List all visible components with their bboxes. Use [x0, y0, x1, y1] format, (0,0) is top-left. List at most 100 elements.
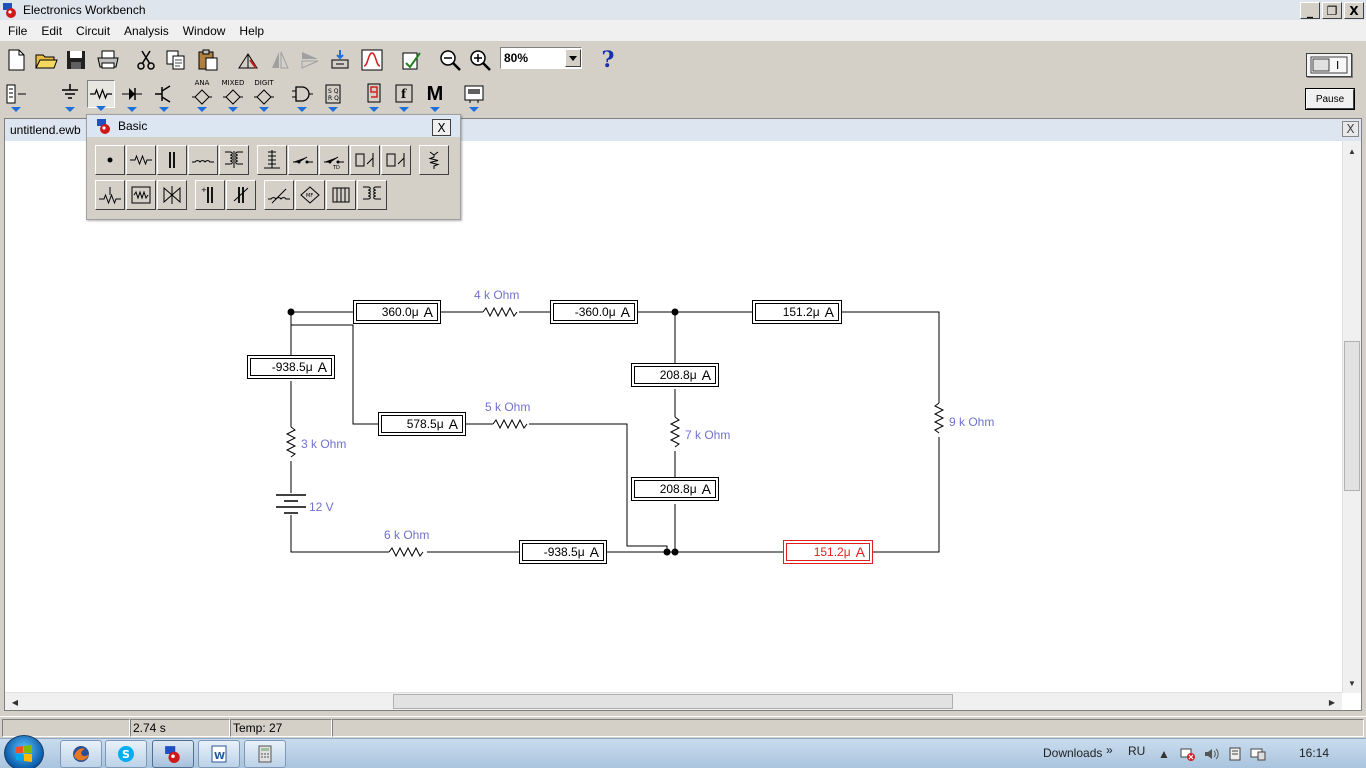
switch-part[interactable]	[288, 145, 318, 175]
title-bar: Electronics Workbench _ ❐ X	[0, 0, 1366, 20]
scroll-left-arrow-icon[interactable]: ◀	[11, 697, 19, 707]
variable-inductor-part[interactable]	[264, 180, 294, 210]
zoom-dropdown-arrow[interactable]	[565, 49, 581, 67]
instruments-bin-button[interactable]	[460, 80, 488, 112]
horizontal-scroll-thumb[interactable]	[393, 694, 953, 709]
connector-part[interactable]	[95, 145, 125, 175]
open-button[interactable]	[32, 46, 60, 74]
favorites-bin-button[interactable]	[2, 80, 30, 112]
resistor-pack-part[interactable]	[126, 180, 156, 210]
start-button[interactable]	[4, 735, 44, 768]
resistor-part[interactable]	[126, 145, 156, 175]
firefox-task-button[interactable]	[60, 740, 102, 768]
display-icon[interactable]	[1250, 746, 1266, 762]
downloads-toolbar[interactable]: Downloads	[1043, 746, 1103, 760]
skype-task-button[interactable]: S	[105, 740, 147, 768]
scroll-right-arrow-icon[interactable]: ▶	[1328, 697, 1336, 707]
voltage-controlled-switch-part[interactable]	[350, 145, 380, 175]
analog-ics-bin-button[interactable]: ANA	[188, 79, 216, 112]
print-button[interactable]	[94, 46, 122, 74]
nonlinear-transformer-part[interactable]	[357, 180, 387, 210]
magnetic-core-part[interactable]: MF	[295, 180, 325, 210]
toolbar-chevron-icon[interactable]: »	[1106, 743, 1113, 757]
controls-bin-button[interactable]: f	[390, 80, 418, 112]
zoom-in-button[interactable]	[466, 46, 494, 74]
device-icon[interactable]	[1227, 746, 1243, 762]
flip-horizontal-button[interactable]	[266, 46, 294, 74]
power-switch[interactable]: I	[1306, 53, 1352, 77]
inductor-part[interactable]	[188, 145, 218, 175]
menu-edit[interactable]: Edit	[41, 23, 63, 38]
transformer-part[interactable]	[219, 145, 249, 175]
menu-analysis[interactable]: Analysis	[124, 23, 169, 38]
time-delay-switch-part[interactable]: TD	[319, 145, 349, 175]
pull-up-resistor-part[interactable]	[419, 145, 449, 175]
zoom-select[interactable]: 80%	[500, 47, 582, 69]
document-close-button[interactable]: X	[1342, 121, 1359, 137]
sources-bin-button[interactable]	[56, 80, 84, 112]
mixed-ics-bin-button[interactable]: MIXED	[219, 79, 247, 112]
parts-bin-close-button[interactable]: X	[432, 119, 451, 136]
flip-vertical-button[interactable]	[296, 46, 324, 74]
help-button[interactable]: ?	[594, 46, 622, 74]
minimize-button[interactable]: _	[1300, 2, 1320, 19]
digital-ics-bin-button[interactable]: DIGIT	[250, 79, 278, 112]
capacitor-part[interactable]	[157, 145, 187, 175]
voltage-controlled-analog-switch-part[interactable]	[157, 180, 187, 210]
calculator-task-button[interactable]	[244, 740, 286, 768]
indicators-bin-button[interactable]	[360, 80, 388, 112]
menu-circuit[interactable]: Circuit	[76, 23, 111, 38]
scroll-up-arrow-icon[interactable]: ▲	[1348, 146, 1356, 156]
word-task-button[interactable]: W	[198, 740, 240, 768]
vertical-scroll-thumb[interactable]	[1344, 341, 1360, 491]
vertical-scrollbar[interactable]: ▲ ▼	[1342, 141, 1361, 693]
diodes-bin-button[interactable]	[118, 80, 146, 112]
polarized-capacitor-part[interactable]: +	[195, 180, 225, 210]
zoom-out-button[interactable]	[436, 46, 464, 74]
current-controlled-switch-part[interactable]	[381, 145, 411, 175]
miscellaneous-bin-button[interactable]: M	[421, 80, 449, 112]
clock[interactable]: 16:14	[1299, 746, 1330, 760]
cut-button[interactable]	[132, 46, 160, 74]
coreless-coil-part[interactable]	[326, 180, 356, 210]
volume-icon[interactable]	[1203, 746, 1219, 762]
graphs-button[interactable]	[358, 46, 386, 74]
logic-gates-bin-button[interactable]	[288, 80, 316, 112]
copy-button[interactable]	[162, 46, 190, 74]
electronics-workbench-task-button[interactable]	[152, 740, 194, 768]
menu-file[interactable]: File	[8, 23, 28, 38]
menu-help[interactable]: Help	[239, 23, 265, 38]
close-button[interactable]: X	[1344, 2, 1364, 19]
relay-part[interactable]	[257, 145, 287, 175]
new-button[interactable]	[2, 46, 30, 74]
network-warning-icon[interactable]	[1180, 746, 1196, 762]
potentiometer-part[interactable]	[95, 180, 125, 210]
scroll-down-arrow-icon[interactable]: ▼	[1348, 678, 1356, 688]
horizontal-scrollbar[interactable]: ◀ ▶	[5, 692, 1342, 710]
tray-expand-icon[interactable]: ▲	[1158, 747, 1170, 761]
menu-window[interactable]: Window	[182, 23, 226, 38]
transistors-bin-button[interactable]	[150, 80, 178, 112]
language-indicator[interactable]: RU	[1128, 744, 1146, 758]
subcircuit-button[interactable]	[326, 46, 354, 74]
simulation-time: 2.74 s	[130, 719, 230, 737]
pause-button[interactable]: Pause	[1305, 88, 1355, 110]
rotate-button[interactable]	[234, 46, 262, 74]
variable-capacitor-part[interactable]	[226, 180, 256, 210]
component-properties-button[interactable]	[398, 46, 426, 74]
maximize-button[interactable]: ❐	[1322, 2, 1342, 19]
save-button[interactable]	[62, 46, 90, 74]
basic-bin-button[interactable]	[87, 80, 115, 111]
paste-button[interactable]	[194, 46, 222, 74]
